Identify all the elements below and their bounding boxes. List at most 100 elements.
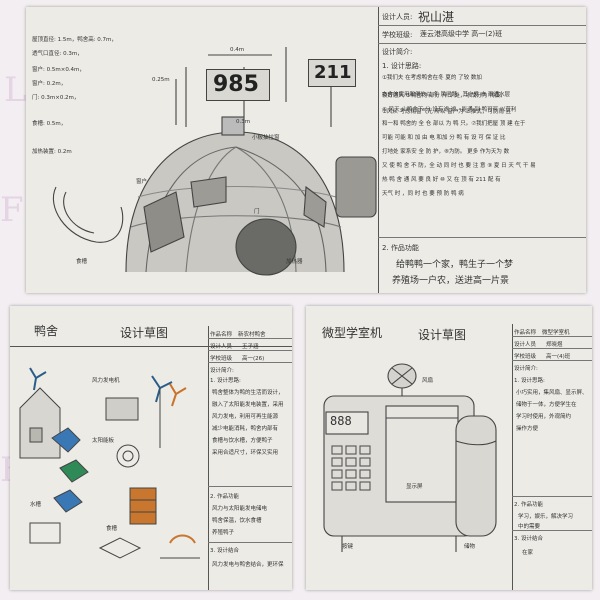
row-divider <box>512 336 592 337</box>
annotation-water: 水槽 <box>30 502 42 508</box>
row-divider <box>208 486 292 487</box>
row-divider <box>208 350 292 351</box>
intro-label: 设计简介: <box>382 48 413 56</box>
annotation-door: 门 <box>254 209 260 215</box>
sheet-title: 微型学室机 <box>322 326 383 340</box>
idea-line: 小巧实用，集风扇、显示屏、 <box>516 390 588 396</box>
person-label: 设计人员 <box>210 344 233 350</box>
idea-line: 和一和 鸭舍的 全 仓 部以 为 鸭 只。⑦我们把屋 顶 建 在于 <box>382 121 526 127</box>
dimension-label: 0.4m <box>230 47 245 53</box>
function-line: 中的需要 <box>518 524 541 530</box>
function-line: 鸭舍保温，饮水食槽 <box>212 518 262 524</box>
idea-label: 1. 设计思路: <box>514 378 545 384</box>
sign-board-right: 211 <box>308 59 356 87</box>
column-divider <box>208 326 209 590</box>
annotation-trough: 食槽 <box>76 259 88 265</box>
idea-line: 食槽与饮水槽，方便鸭子 <box>212 438 273 444</box>
function-label: 2. 作品功能 <box>210 494 239 500</box>
row-divider <box>512 530 592 531</box>
annotation-food: 食槽 <box>106 526 118 532</box>
person-value: 郑晓煜 <box>546 342 563 348</box>
idea-label: 1. 设计思路: <box>382 62 422 70</box>
function-line: 学习，娱乐，解决学习 <box>518 514 574 520</box>
column-divider <box>512 324 513 590</box>
right-design-sheet: 微型学室机 设计草图 作品名称 微型学室机 设计人员 郑晓煜 学校班级 高一(4… <box>306 306 592 590</box>
annotation-wind: 风力发电机 <box>92 378 120 384</box>
duck-house-wind-sketch <box>19 367 200 559</box>
name-value: 新农村鸭舍 <box>238 332 266 338</box>
header-rule <box>10 346 292 347</box>
row-divider <box>208 542 292 543</box>
annotation-window: 窗户 <box>136 179 148 185</box>
class-value: 高一(26) <box>242 356 265 362</box>
idea-line: 热 鸭 舍 通 风 要 良 好 ⑩ 又 在 顶 有 211 配 有 <box>382 177 501 183</box>
idea-line: 本舍的实用和例的以 冬 风问题。其宁爱 自 雨通水层 <box>382 92 510 98</box>
designer-name: 祝山湛 <box>418 10 455 24</box>
function-line: 养殖场一户农，送进高一片景 <box>392 276 510 286</box>
combo-value: 在家 <box>522 550 534 556</box>
person-value: 王子涵 <box>242 344 259 350</box>
note-line: 食槽: 0.5m， <box>32 121 67 127</box>
column-divider <box>378 7 379 293</box>
duck-house-sketch <box>52 47 377 276</box>
function-line: 风力与太阳能发电储电 <box>212 506 268 512</box>
idea-line: 采用合适尺寸，环保又实用 <box>212 450 279 456</box>
combo-value: 风力发电与鸭舍结合，更环保 <box>212 562 284 568</box>
idea-line: ①我们夫 在考虑鸭舍在冬 夏的 了较 数加 <box>382 75 482 81</box>
idea-line: 操作方便 <box>516 426 539 432</box>
left-design-sheet: 鸭舍 设计草图 作品名称 新农村鸭舍 设计人员 王子涵 学校班级 高一(26) … <box>10 306 292 590</box>
person-label: 设计人员 <box>514 342 537 348</box>
function-line: 养殖鸭子 <box>212 530 235 536</box>
sheet-heading: 设计草图 <box>120 326 169 340</box>
row-divider <box>512 360 592 361</box>
sign-board-left: 985 <box>206 69 270 101</box>
idea-line: 打地处 家系安 全 防 护，⑧为防。 更多 作为天为 数 <box>382 149 510 155</box>
row-divider <box>378 43 586 44</box>
name-value: 微型学室机 <box>542 330 570 336</box>
annotation-fan: 风扇 <box>422 378 434 384</box>
class-label: 学校班级 <box>210 356 233 362</box>
top-design-sheet: 设计人员: 祝山湛 学校班级: 莲云港高级中学 高一(2)班 设计简介: 1. … <box>26 7 586 293</box>
idea-line: 融入了太阳能发电装置，采用 <box>212 402 284 408</box>
idea-line: ②风从 考虑雨窗气光 所以 窗户为 上推式，可防雨 且 <box>382 109 512 115</box>
sheet-title: 鸭舍 <box>34 324 59 338</box>
study-machine-sketch <box>323 363 497 552</box>
dimension-label: 0.25m <box>152 77 170 83</box>
screen-digits: 888 <box>330 414 352 428</box>
name-label: 作品名称 <box>514 330 537 336</box>
function-label: 2. 作品功能 <box>514 502 543 508</box>
annotation-solar: 太阳能板 <box>92 438 115 444</box>
annotation-screen: 显示屏 <box>406 484 423 490</box>
row-divider <box>208 338 292 339</box>
row-divider <box>378 25 586 26</box>
row-divider <box>512 496 592 497</box>
dimension-label: 0.3m <box>236 119 251 125</box>
function-line: 给鸭鸭一个家，鸭生子一个梦 <box>396 260 514 270</box>
row-divider <box>512 348 592 349</box>
note-line: 加热装置: 0.2m <box>32 149 72 155</box>
idea-line: 较好通风 ③鸭舍内 部分 开口 处，冰成分为 鸭蛋。 <box>382 93 506 99</box>
note-line: 透气口直径: 0.3m， <box>32 51 83 57</box>
idea-line: 储物于一体，方便学生在 <box>516 402 577 408</box>
sheet-heading: 设计草图 <box>418 328 467 342</box>
note-line: 窗户: 0.5m×0.4m， <box>32 67 85 73</box>
background-watermark-letter: F <box>0 190 24 230</box>
sign-number-985: 985 <box>213 72 259 97</box>
note-line: 门: 0.3m×0.2m， <box>32 95 80 101</box>
idea-line: ⑥ 风天 山鸭舍下 分 设有滤 滤，能通 到 鸭可可 以获利 <box>382 107 517 113</box>
annotation-heater: 加热器 <box>286 259 303 265</box>
note-line: 屋顶直径: 1.5m，鸭舍高: 0.7m， <box>32 37 117 43</box>
idea-line: 天气 时 ，同 时 也 要 预 防 鸭 病 <box>382 191 464 197</box>
idea-line: 减少电能消耗，鸭舍内部有 <box>212 426 279 432</box>
function-label: 2. 作品功能 <box>382 244 419 252</box>
sign-number-211: 211 <box>314 62 352 83</box>
row-divider <box>208 362 292 363</box>
combo-label: 3. 设计结合 <box>210 548 239 554</box>
idea-label: 1. 设计思路: <box>210 378 241 384</box>
class-label: 学校班级 <box>514 354 537 360</box>
class-label: 学校班级: <box>382 31 413 39</box>
note-line: 窗户: 0.2m， <box>32 81 67 87</box>
annotation-keys: 按键 <box>342 544 354 550</box>
intro-label: 设计简介: <box>210 368 234 374</box>
class-value: 高一(4)班 <box>546 354 571 360</box>
